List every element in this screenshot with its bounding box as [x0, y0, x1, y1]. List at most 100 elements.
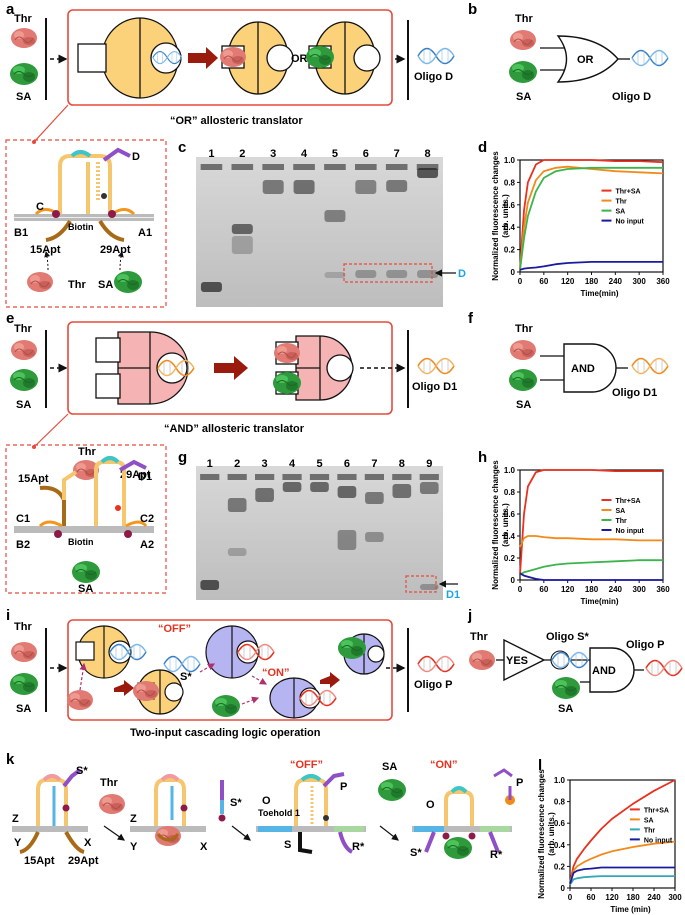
- gel-well: [392, 474, 412, 480]
- x-tick-label: 0: [568, 893, 573, 902]
- i-sa-label: SA: [16, 703, 31, 715]
- or-translator-sa-bound: [305, 21, 381, 95]
- detail-a1-label: A1: [138, 227, 152, 239]
- b-thr-icon: [509, 29, 537, 51]
- gel-band: [355, 180, 377, 194]
- k-released-p: [493, 768, 515, 805]
- detail-thr-icon: [26, 271, 54, 293]
- or-text: OR: [291, 53, 308, 65]
- gel-band: [231, 236, 253, 254]
- y-tick-label: 0.4: [554, 841, 566, 850]
- j-sa-label: SA: [558, 703, 573, 715]
- y-tick-label: 0.2: [504, 554, 516, 563]
- y-tick-label: 0.4: [504, 532, 516, 541]
- thrombin-protein-icon: [10, 27, 38, 49]
- k-off-label: “OFF”: [290, 759, 323, 771]
- gel-well: [337, 474, 357, 480]
- or-translator-thr-bound: [219, 21, 294, 95]
- e-detail-thr-label: Thr: [78, 446, 96, 458]
- f-sa-icon: [508, 368, 538, 392]
- x-tick-label: 0: [518, 585, 523, 594]
- s-star-released-icon: [163, 655, 201, 673]
- k-z-label-2: Z: [130, 813, 137, 825]
- panel-label-e: e: [6, 310, 14, 327]
- j-yes-text: YES: [506, 655, 528, 667]
- k-s-star-label-3: S*: [410, 847, 422, 859]
- gel-band: [419, 584, 439, 590]
- e-detail-d1-label: D1: [138, 471, 152, 483]
- panel-label-l: l: [538, 757, 542, 774]
- k-15apt-label: 15Apt: [24, 855, 55, 867]
- gel-well: [255, 474, 275, 480]
- j-thr-label: Thr: [470, 631, 488, 643]
- j-oligo-p-label: Oligo P: [626, 639, 665, 651]
- gel-lane-label: 4: [301, 148, 308, 160]
- cascade-yes-translator: [75, 625, 147, 679]
- j-oligo-p-helix-icon: [645, 659, 683, 677]
- series-line-no-input: [519, 572, 663, 581]
- y-tick-label: 0.8: [504, 178, 516, 187]
- sa-label: SA: [16, 91, 31, 103]
- f-sa-label: SA: [516, 399, 531, 411]
- detail-d-label: D: [132, 151, 140, 163]
- x-tick-label: 180: [585, 585, 599, 594]
- k-arrow-3: [379, 825, 399, 841]
- x-tick-label: 240: [647, 893, 661, 902]
- panel-label-g: g: [178, 449, 187, 466]
- gel-lane-label: 8: [425, 148, 431, 160]
- x-tick-label: 300: [632, 277, 646, 286]
- k-thr-label: Thr: [100, 777, 118, 789]
- gel-band: [386, 180, 408, 192]
- series-line-thr-sa: [519, 469, 663, 575]
- gel-well: [416, 164, 439, 170]
- gel-band: [392, 484, 412, 498]
- oligo-d-label: Oligo D: [414, 71, 453, 83]
- y-tick-label: 0.6: [554, 819, 566, 828]
- gel-well: [355, 164, 377, 170]
- legend-label: Thr+SA: [616, 189, 641, 196]
- series-line-no-input: [519, 260, 663, 271]
- and-translator-structure: [14, 456, 154, 538]
- i-thr-icon: [10, 641, 38, 663]
- i-off-label: “OFF”: [158, 623, 191, 635]
- gel-band: [282, 482, 302, 492]
- or-detail-box: [5, 139, 167, 308]
- f-and-text: AND: [571, 363, 595, 375]
- y-tick-label: 0: [511, 576, 516, 585]
- x-tick-label: 300: [632, 585, 646, 594]
- k-x-label-2: X: [200, 841, 208, 853]
- i-sa-arrow: [241, 696, 260, 705]
- detail-thr-arrow: [44, 251, 51, 271]
- y-axis-label: Normalized fluorescence changes(arb. uni…: [537, 769, 556, 899]
- k-off-structure: [256, 772, 366, 854]
- k-arrow-1: [103, 825, 125, 841]
- x-tick-label: 360: [656, 585, 670, 594]
- gel-g-bands: [200, 474, 439, 590]
- gel-c-band-label: D: [458, 268, 466, 280]
- thr-label: Thr: [14, 13, 32, 25]
- panel-label-a: a: [6, 1, 15, 18]
- oligo-d1-helix-icon: [417, 357, 455, 375]
- k-y-label-2: Y: [130, 841, 138, 853]
- f-thr-label: Thr: [515, 323, 533, 335]
- x-tick-label: 180: [585, 277, 599, 286]
- gel-g-band-label: D1: [446, 589, 460, 601]
- k-p-label-2: P: [516, 777, 523, 789]
- gel-band: [231, 224, 253, 234]
- series-line-sa: [519, 166, 663, 270]
- j-and-gate-symbol: [580, 647, 644, 693]
- gel-lane-label: 4: [289, 458, 296, 470]
- and-caption: “AND” allosteric translator: [164, 423, 305, 435]
- gel-well: [419, 474, 439, 480]
- gel-well: [293, 164, 315, 170]
- gel-well: [231, 164, 254, 170]
- or-translator-initial: [77, 17, 183, 99]
- series-line-thr-sa: [569, 779, 676, 883]
- x-tick-label: 0: [518, 277, 523, 286]
- i-transition-arrow-1: [114, 680, 134, 696]
- or-translator-box: [67, 9, 393, 106]
- gel-well: [385, 164, 408, 170]
